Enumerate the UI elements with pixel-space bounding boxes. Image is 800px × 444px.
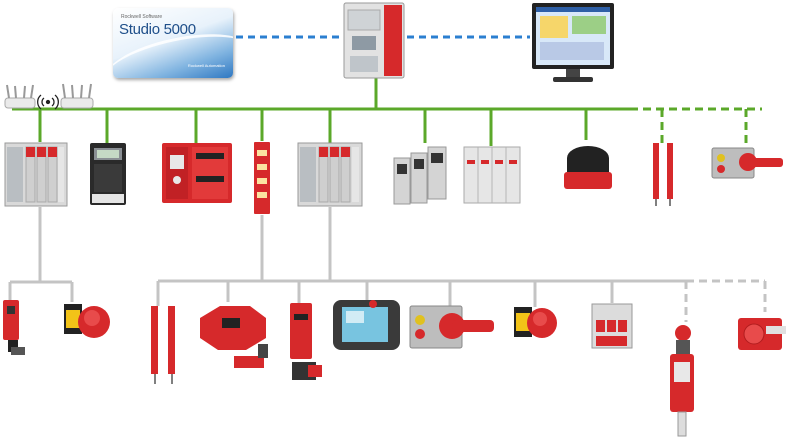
safety-light-curtain-1[interactable] [653,143,673,206]
io-adapter-rack-2[interactable] [297,142,363,207]
tongue-interlock-switch[interactable] [290,303,322,380]
io-adapter-rack-1[interactable] [4,142,68,207]
powerflex-drive[interactable] [90,143,126,205]
studio-5000-software-box[interactable]: Rockwell Software Studio 5000 Rockwell A… [113,8,233,78]
guardlogix-controller[interactable] [343,2,405,79]
interlock-switch[interactable] [3,300,25,355]
wireless-access-point-1[interactable] [4,84,36,109]
guard-locking-switch-3[interactable] [738,318,786,350]
hmi-monitor[interactable] [532,3,614,82]
safety-io-modules[interactable] [463,146,521,204]
compact-guardlogix-controller[interactable] [162,143,232,203]
emergency-stop-button-1[interactable] [64,304,110,338]
ethernet-backbone-wireless [630,107,762,147]
guard-locking-switch-2[interactable] [409,305,494,349]
pushbutton-station[interactable] [670,325,694,437]
software-title: Studio 5000 [119,21,196,38]
safety-contactors[interactable] [591,303,633,349]
guard-locking-switch-1[interactable] [711,147,783,179]
safety-light-curtain-2[interactable] [151,306,175,384]
field-wiring [8,207,686,307]
software-brand-line: Rockwell Software [121,14,163,20]
teach-pendant[interactable] [333,300,400,350]
rfid-door-switch[interactable] [200,306,268,368]
software-publisher-line: Rockwell Automation [187,63,225,68]
ethernet-backbone [12,78,630,146]
emergency-stop-button-2[interactable] [514,307,557,338]
safety-laser-scanner[interactable] [564,146,612,189]
wireless-signal-icon [37,94,59,110]
field-wiring-wireless [684,279,767,322]
kinetix-servo-drives[interactable] [393,146,447,205]
safety-relay-module[interactable] [254,142,270,214]
wireless-access-point-2[interactable] [60,83,94,109]
